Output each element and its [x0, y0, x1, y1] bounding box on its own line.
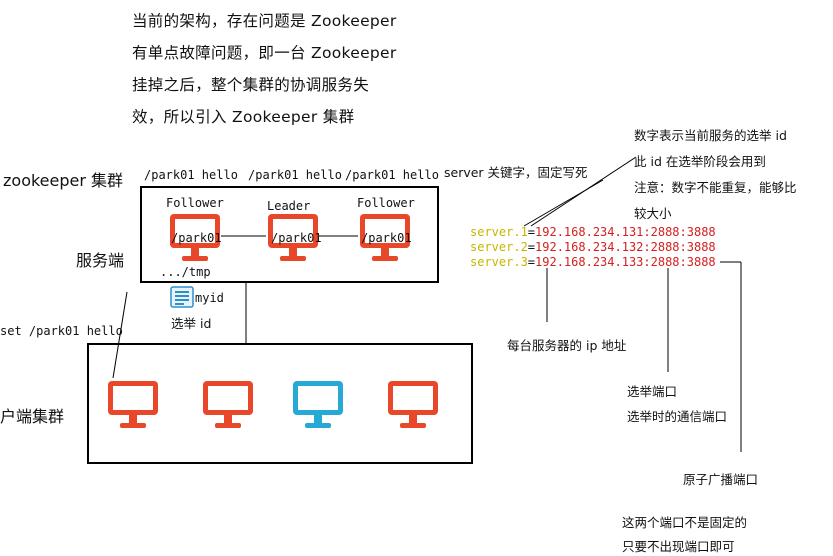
server-3-monitor-icon	[360, 214, 410, 261]
atomic-port-note: 原子广播端口	[683, 472, 759, 487]
id-note-line-3: 注意：数字不能重复，能够比	[634, 180, 797, 195]
myid-label: myid	[195, 291, 224, 305]
port-note-1: 这两个端口不是固定的	[622, 515, 748, 530]
intro-line-3: 挂掉之后，整个集群的协调服务失	[132, 76, 370, 94]
server-cluster-box	[140, 186, 439, 283]
elect-port-note-2: 选举时的通信端口	[627, 409, 728, 424]
config-line-3: server.3=192.168.234.133:2888:3888	[470, 255, 716, 269]
path-hello-2: /park01 hello	[248, 168, 342, 182]
config-value: 192.168.234.132:2888:3888	[535, 240, 716, 254]
client-3-monitor-icon	[293, 381, 343, 428]
server-2-monitor-icon	[268, 214, 318, 261]
server-1-node: /park01	[171, 231, 222, 245]
server-3-role: Follower	[357, 196, 415, 210]
config-eq: =	[527, 225, 536, 239]
config-value: 192.168.234.133:2888:3888	[535, 255, 716, 269]
server-1-role: Follower	[166, 196, 224, 210]
config-line-1: server.1=192.168.234.131:2888:3888	[470, 225, 716, 239]
config-key: server.1	[470, 225, 528, 239]
client-cluster-label: 户端集群	[0, 407, 65, 426]
intro-line-4: 效，所以引入 Zookeeper 集群	[132, 108, 355, 126]
client-2-monitor-icon	[203, 381, 253, 428]
intro-line-2: 有单点故障问题，即一台 Zookeeper	[132, 44, 397, 62]
path-hello-3: /park01 hello	[345, 168, 439, 182]
file-icon	[170, 286, 194, 308]
config-eq: =	[527, 255, 536, 269]
client-4-monitor-icon	[388, 381, 438, 428]
server-2-role: Leader	[267, 199, 311, 213]
set-command: set /park01 hello	[0, 324, 123, 338]
port-note-2: 只要不出现端口即可	[622, 539, 735, 554]
config-key: server.3	[470, 255, 528, 269]
config-key: server.2	[470, 240, 528, 254]
config-line-2: server.2=192.168.234.132:2888:3888	[470, 240, 716, 254]
id-note-line-2: 此 id 在选举阶段会用到	[634, 154, 766, 169]
elect-id-label: 选举 id	[171, 316, 212, 331]
id-note-line-1: 数字表示当前服务的选举 id	[634, 128, 787, 143]
intro-line-1: 当前的架构，存在问题是 Zookeeper	[132, 12, 397, 30]
ip-note: 每台服务器的 ip 地址	[507, 338, 627, 353]
server-1-monitor-icon	[170, 214, 220, 261]
elect-port-note-1: 选举端口	[627, 384, 678, 399]
tmp-dir-label: .../tmp	[160, 265, 211, 279]
client-1-monitor-icon	[108, 381, 158, 428]
id-note-line-4: 较大小	[634, 206, 672, 221]
path-hello-1: /park01 hello	[144, 168, 238, 182]
config-value: 192.168.234.131:2888:3888	[535, 225, 716, 239]
config-eq: =	[527, 240, 536, 254]
client-cluster-box	[87, 343, 473, 464]
server-2-node: /park01	[271, 231, 322, 245]
server-keyword-note: server 关键字，固定写死	[444, 165, 588, 180]
zookeeper-cluster-label: zookeeper 集群	[3, 171, 124, 190]
server-side-label: 服务端	[76, 251, 125, 270]
server-3-node: /park01	[361, 231, 412, 245]
